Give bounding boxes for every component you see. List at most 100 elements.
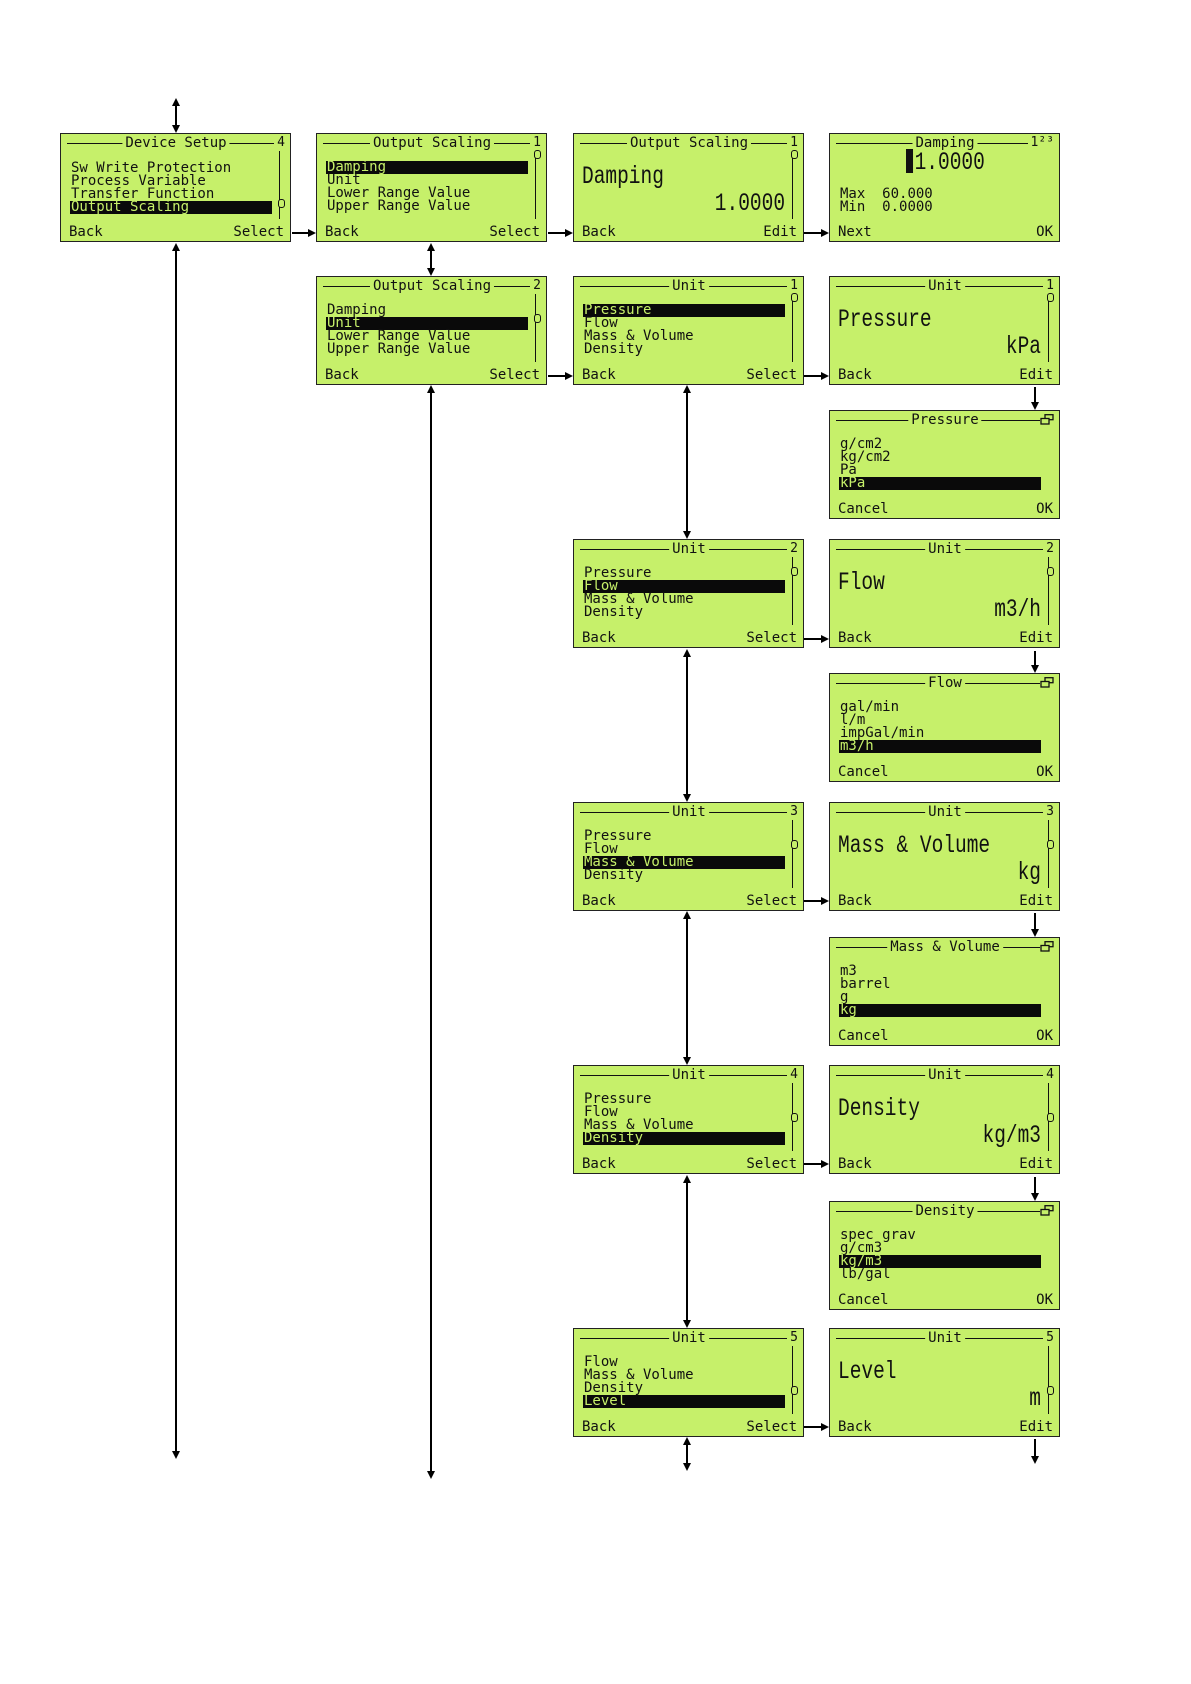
back-button[interactable]: Back [838,630,872,646]
screen-title: Density [912,1204,978,1218]
option-item[interactable]: m3 [840,963,857,979]
menu-item[interactable]: Sw Write Protection [71,160,232,176]
select-button[interactable]: Select [746,1419,797,1435]
ok-button[interactable]: OK [1036,1028,1053,1044]
menu-item-selected[interactable]: Unit [326,316,528,330]
menu-item[interactable]: Upper Range Value [327,198,471,214]
scrollbar[interactable] [1048,294,1051,362]
back-button[interactable]: Back [838,367,872,383]
menu-item[interactable]: Transfer Function [71,186,215,202]
menu-item[interactable]: Mass & Volume [584,1367,694,1383]
menu-item[interactable]: Lower Range Value [327,185,471,201]
menu-item[interactable]: Flow [584,1104,618,1120]
scrollbar[interactable] [792,820,795,888]
ok-button[interactable]: OK [1036,764,1053,780]
cancel-button[interactable]: Cancel [838,501,889,517]
ok-button[interactable]: OK [1036,224,1053,240]
menu-item-selected[interactable]: Mass & Volume [583,855,785,869]
back-button[interactable]: Back [838,1419,872,1435]
menu-item[interactable]: Unit [327,172,361,188]
option-item[interactable]: g [840,989,849,1005]
scrollbar[interactable] [792,557,795,625]
option-item[interactable]: g/cm3 [840,1240,883,1256]
option-item[interactable]: spec grav [840,1227,916,1243]
menu-item[interactable]: Process Variable [71,173,206,189]
menu-item-selected[interactable]: Damping [326,160,528,174]
back-button[interactable]: Back [838,893,872,909]
scrollbar[interactable] [1048,557,1051,625]
scrollbar[interactable] [535,151,538,219]
menu-item[interactable]: Density [584,604,644,620]
menu-item[interactable]: Upper Range Value [327,341,471,357]
select-button[interactable]: Select [746,630,797,646]
edit-button[interactable]: Edit [1019,630,1053,646]
cancel-button[interactable]: Cancel [838,1292,889,1308]
option-item[interactable]: barrel [840,976,891,992]
scrollbar[interactable] [279,151,282,219]
option-item[interactable]: gal/min [840,699,900,715]
option-item-selected[interactable]: kPa [839,476,1041,490]
select-button[interactable]: Select [746,893,797,909]
menu-item[interactable]: Density [584,1380,644,1396]
menu-item[interactable]: Lower Range Value [327,328,471,344]
option-item[interactable]: Pa [840,462,857,478]
edit-button[interactable]: Edit [1019,893,1053,909]
back-button[interactable]: Back [582,224,616,240]
menu-item[interactable]: Flow [584,1354,618,1370]
menu-item[interactable]: Mass & Volume [584,328,694,344]
back-button[interactable]: Back [582,630,616,646]
back-button[interactable]: Back [325,224,359,240]
menu-item[interactable]: Mass & Volume [584,591,694,607]
back-button[interactable]: Back [325,367,359,383]
scrollbar[interactable] [535,294,538,362]
menu-item-selected[interactable]: Density [583,1131,785,1145]
select-button[interactable]: Select [233,224,284,240]
option-item-selected[interactable]: kg [839,1003,1041,1017]
menu-item[interactable]: Pressure [584,565,652,581]
option-item[interactable]: lb/gal [840,1266,891,1282]
scrollbar[interactable] [792,151,795,219]
option-item-selected[interactable]: m3/h [839,739,1041,753]
edit-button[interactable]: Edit [763,224,797,240]
scrollbar[interactable] [1048,1346,1051,1414]
select-button[interactable]: Select [489,224,540,240]
back-button[interactable]: Back [582,1156,616,1172]
menu-item[interactable]: Mass & Volume [584,1117,694,1133]
select-button[interactable]: Select [746,367,797,383]
back-button[interactable]: Back [582,367,616,383]
back-button[interactable]: Back [582,1419,616,1435]
option-item-selected[interactable]: kg/m3 [839,1254,1041,1268]
menu-item[interactable]: Density [584,867,644,883]
scrollbar[interactable] [1048,820,1051,888]
menu-item-selected[interactable]: Flow [583,579,785,593]
menu-item-selected[interactable]: Level [583,1394,785,1408]
option-item[interactable]: kg/cm2 [840,449,891,465]
damping-input[interactable]: 1.0000 [906,148,985,177]
edit-button[interactable]: Edit [1019,1156,1053,1172]
menu-item-selected[interactable]: Output Scaling [70,200,272,214]
menu-item[interactable]: Damping [327,302,387,318]
cancel-button[interactable]: Cancel [838,1028,889,1044]
select-button[interactable]: Select [746,1156,797,1172]
next-button[interactable]: Next [838,224,872,240]
edit-button[interactable]: Edit [1019,1419,1053,1435]
menu-item[interactable]: Flow [584,315,618,331]
scrollbar[interactable] [792,294,795,362]
option-item[interactable]: l/m [840,712,866,728]
menu-item-selected[interactable]: Pressure [583,303,785,317]
back-button[interactable]: Back [838,1156,872,1172]
cancel-button[interactable]: Cancel [838,764,889,780]
back-button[interactable]: Back [582,893,616,909]
option-item[interactable]: impGal/min [840,725,925,741]
ok-button[interactable]: OK [1036,1292,1053,1308]
scrollbar[interactable] [792,1346,795,1414]
select-button[interactable]: Select [489,367,540,383]
menu-item[interactable]: Pressure [584,1091,652,1107]
edit-button[interactable]: Edit [1019,367,1053,383]
option-item[interactable]: g/cm2 [840,436,883,452]
menu-item[interactable]: Pressure [584,828,652,844]
menu-item[interactable]: Flow [584,841,618,857]
back-button[interactable]: Back [69,224,103,240]
menu-item[interactable]: Density [584,341,644,357]
ok-button[interactable]: OK [1036,501,1053,517]
